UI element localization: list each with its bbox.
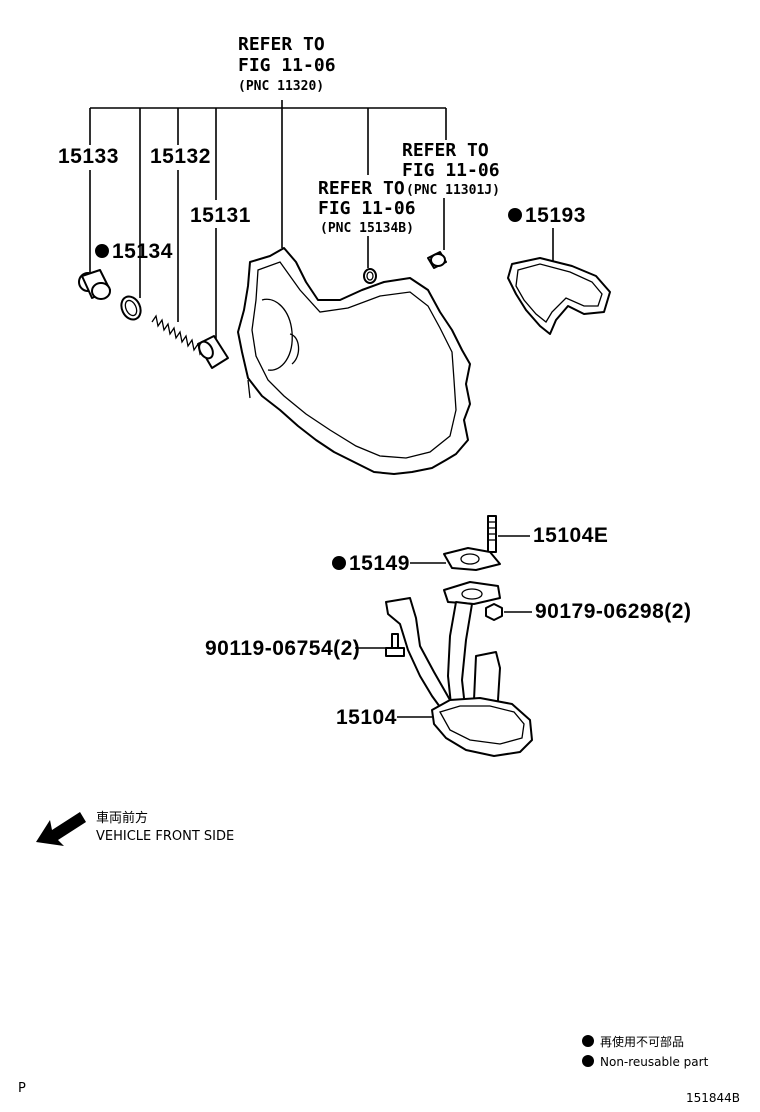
label-15134: 15134 <box>112 240 173 263</box>
part-90179-nut <box>485 603 503 621</box>
corner-mark: P <box>18 1081 26 1096</box>
part-transmission-case <box>237 247 471 475</box>
label-15132: 15132 <box>150 145 211 168</box>
part-15104-strainer <box>385 581 533 757</box>
ref-right-line3: (PNC 11301J) <box>406 183 500 198</box>
ref-top-line3: (PNC 11320) <box>238 79 324 94</box>
ref-top: REFER TO FIG 11-06 (PNC 11320) <box>238 34 336 94</box>
direction-en: VEHICLE FRONT SIDE <box>96 829 234 844</box>
label-15104E: 15104E <box>533 524 608 547</box>
part-15104e-stud <box>487 515 497 553</box>
non-reusable-dot-15134 <box>95 244 109 258</box>
part-ring-15134b <box>363 268 377 284</box>
part-15133-plug <box>78 269 111 300</box>
part-15131-valve <box>197 335 229 369</box>
direction-jp: 車両前方 <box>96 810 148 826</box>
label-90119: 90119-06754(2) <box>205 637 360 660</box>
legend-en: Non-reusable part <box>600 1055 709 1069</box>
ref-middle: REFER TO FIG 11-06 (PNC 15134B) <box>318 178 416 236</box>
label-15104: 15104 <box>336 706 397 729</box>
part-15134-oring <box>120 295 142 321</box>
non-reusable-dot-15193 <box>508 208 522 222</box>
ref-middle-line2: FIG 11-06 <box>318 198 416 219</box>
ref-right-line2: FIG 11-06 <box>402 160 500 181</box>
ref-top-line2: FIG 11-06 <box>238 55 336 76</box>
label-15131: 15131 <box>190 204 251 227</box>
label-15133: 15133 <box>58 145 119 168</box>
vehicle-front-arrow-icon <box>36 812 86 846</box>
part-plug-11301j <box>427 251 447 269</box>
label-15149: 15149 <box>349 552 410 575</box>
ref-right-line1: REFER TO <box>402 140 489 161</box>
part-15149-gasket <box>443 547 501 571</box>
non-reusable-dot-15149 <box>332 556 346 570</box>
legend-dot-icon <box>582 1035 594 1047</box>
legend-jp: 再使用不可部品 <box>600 1034 684 1049</box>
top-leader-bracket <box>89 100 447 298</box>
label-90179: 90179-06298(2) <box>535 600 691 623</box>
part-15132-spring <box>151 314 207 359</box>
diagram-id: 151844B <box>686 1091 740 1105</box>
ref-middle-line1: REFER TO <box>318 178 405 199</box>
ref-right: REFER TO FIG 11-06 (PNC 11301J) <box>402 140 500 198</box>
part-15193-gasket <box>507 257 611 335</box>
ref-middle-line3: (PNC 15134B) <box>320 221 414 236</box>
legend-dot-icon-2 <box>582 1055 594 1067</box>
part-90119-bolt <box>385 633 405 657</box>
ref-top-line1: REFER TO <box>238 34 325 55</box>
label-15193: 15193 <box>525 204 586 227</box>
